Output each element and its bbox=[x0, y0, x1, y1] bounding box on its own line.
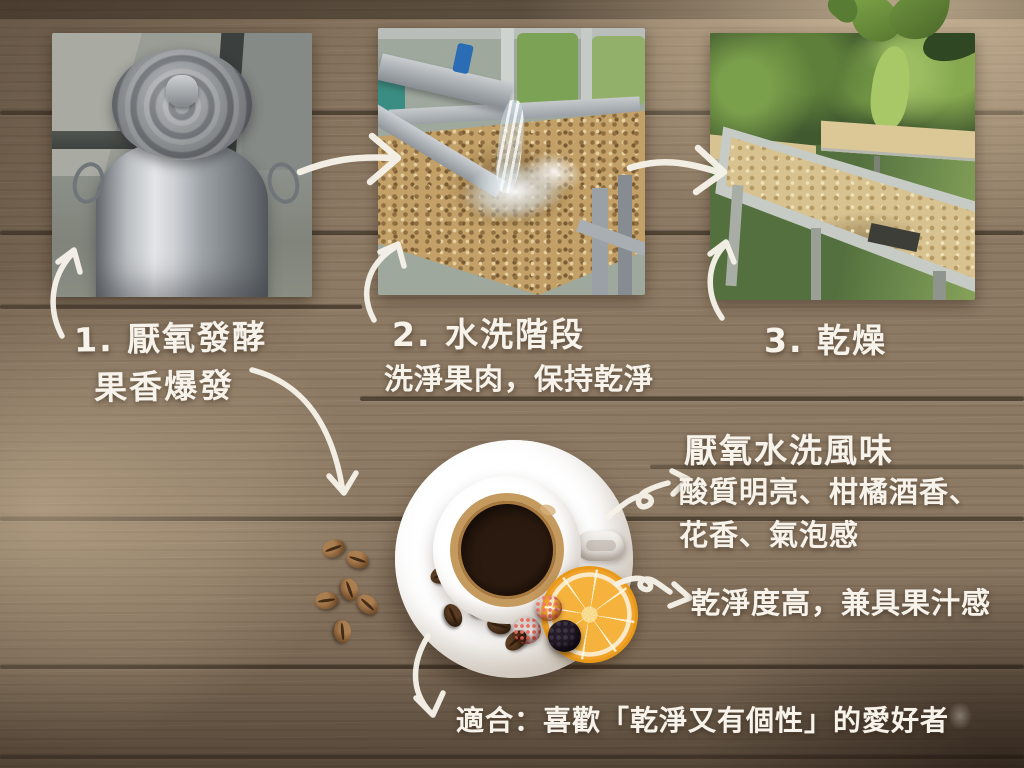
window-greenery bbox=[591, 36, 645, 106]
suitable-note: 適合：喜歡「乾淨又有個性」的愛好者 bbox=[456, 704, 950, 737]
faint-watermark bbox=[948, 702, 972, 730]
raspberry bbox=[513, 617, 541, 644]
step1-title: 1. 厭氧發酵 bbox=[73, 317, 268, 360]
plank-seam bbox=[0, 305, 362, 309]
raspberry bbox=[535, 595, 562, 621]
window-glass bbox=[241, 33, 312, 171]
window-frame bbox=[580, 28, 592, 109]
step1-subtitle: 果香爆發 bbox=[93, 365, 235, 408]
tank-lid-knob bbox=[166, 75, 198, 107]
cup-handle bbox=[576, 531, 624, 561]
step3-title: 3. 乾燥 bbox=[764, 321, 887, 360]
step2-subtitle: 洗淨果肉，保持乾淨 bbox=[384, 362, 655, 396]
photo-drying-beds bbox=[710, 33, 975, 300]
photo-fermentation-tank bbox=[52, 33, 312, 297]
tank-body bbox=[96, 138, 268, 297]
photo-washing-stage bbox=[378, 28, 645, 295]
blackberry bbox=[548, 620, 581, 652]
flavor-line-1: 酸質明亮、柑橘酒香、 bbox=[679, 475, 980, 509]
clean-note: 乾淨度高，兼具果汁感 bbox=[691, 586, 992, 620]
flavor-title: 厭氧水洗風味 bbox=[684, 431, 894, 470]
step2-title: 2. 水洗階段 bbox=[392, 315, 585, 354]
valve-handle bbox=[452, 42, 475, 75]
flavor-line-2: 花香、氣泡感 bbox=[679, 518, 860, 552]
plank-seam bbox=[0, 755, 1024, 759]
table-leg bbox=[932, 270, 946, 300]
table-leg bbox=[810, 227, 822, 300]
